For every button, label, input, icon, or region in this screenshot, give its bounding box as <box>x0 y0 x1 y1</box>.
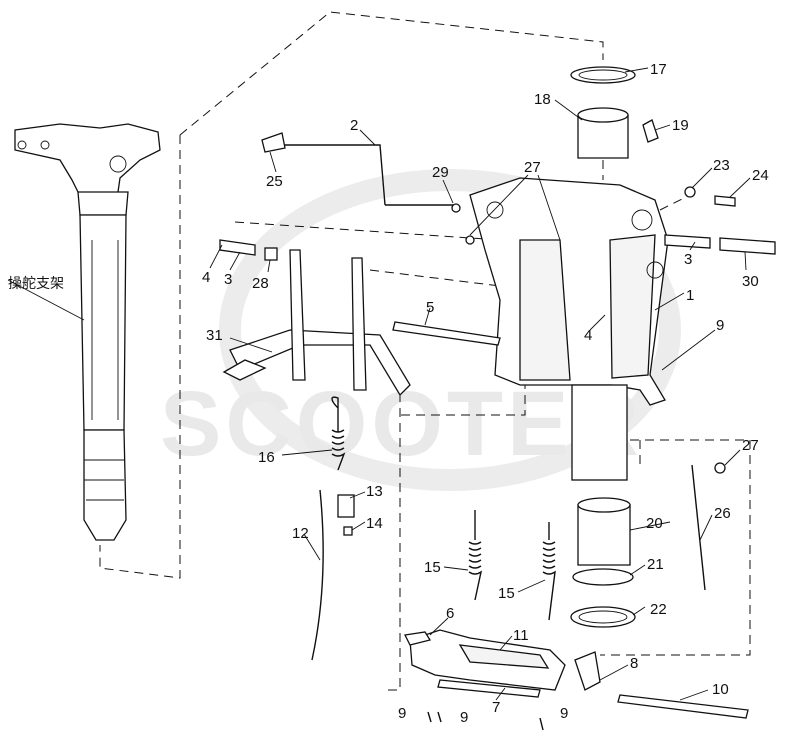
rods <box>261 132 776 719</box>
label-31: 31 <box>206 327 223 344</box>
label-26: 26 <box>714 505 731 522</box>
label-1: 1 <box>686 287 694 304</box>
label-12: 12 <box>292 525 309 542</box>
leader-lines <box>7 67 751 701</box>
steering-bracket-shaft <box>14 123 161 541</box>
label-22: 22 <box>650 601 667 618</box>
bottom-lever-frame <box>404 629 601 691</box>
label-4-left: 4 <box>202 269 210 286</box>
main-bracket-housing <box>469 177 669 481</box>
label-9-bottom-mid: 9 <box>460 709 468 726</box>
bushings-collars <box>570 66 659 628</box>
label-6: 6 <box>446 605 454 622</box>
label-9-bottom-left: 9 <box>398 705 406 722</box>
springs <box>331 396 556 621</box>
label-19: 19 <box>672 117 689 134</box>
label-4-center: 4 <box>584 327 592 344</box>
label-3-left: 3 <box>224 271 232 288</box>
label-9-bottom-right: 9 <box>560 705 568 722</box>
label-7: 7 <box>492 699 500 716</box>
clip-pins <box>427 711 544 731</box>
label-8: 8 <box>630 655 638 672</box>
label-27-top: 27 <box>524 159 541 176</box>
label-20: 20 <box>646 515 663 532</box>
label-13: 13 <box>366 483 383 500</box>
label-14: 14 <box>366 515 383 532</box>
label-29: 29 <box>432 164 449 181</box>
label-15-left: 15 <box>424 559 441 576</box>
label-23: 23 <box>713 157 730 174</box>
part-labels: 操舵支架 17 18 19 2 25 29 27 23 24 4 3 28 3 … <box>8 61 769 726</box>
label-9-right: 9 <box>716 317 724 334</box>
fasteners <box>219 186 736 536</box>
label-5: 5 <box>426 299 434 316</box>
label-18: 18 <box>534 91 551 108</box>
label-2: 2 <box>350 117 358 134</box>
label-17: 17 <box>650 61 667 78</box>
label-10: 10 <box>712 681 729 698</box>
label-27-right: 27 <box>742 437 759 454</box>
label-16: 16 <box>258 449 275 466</box>
label-28: 28 <box>252 275 269 292</box>
label-15-right: 15 <box>498 585 515 602</box>
label-11: 11 <box>513 627 529 644</box>
label-30: 30 <box>742 273 759 290</box>
label-24: 24 <box>752 167 769 184</box>
label-steering-bracket: 操舵支架 <box>8 276 64 292</box>
label-25: 25 <box>266 173 283 190</box>
label-3-right: 3 <box>684 251 692 268</box>
label-21: 21 <box>647 556 664 573</box>
stand-frame <box>222 249 411 397</box>
